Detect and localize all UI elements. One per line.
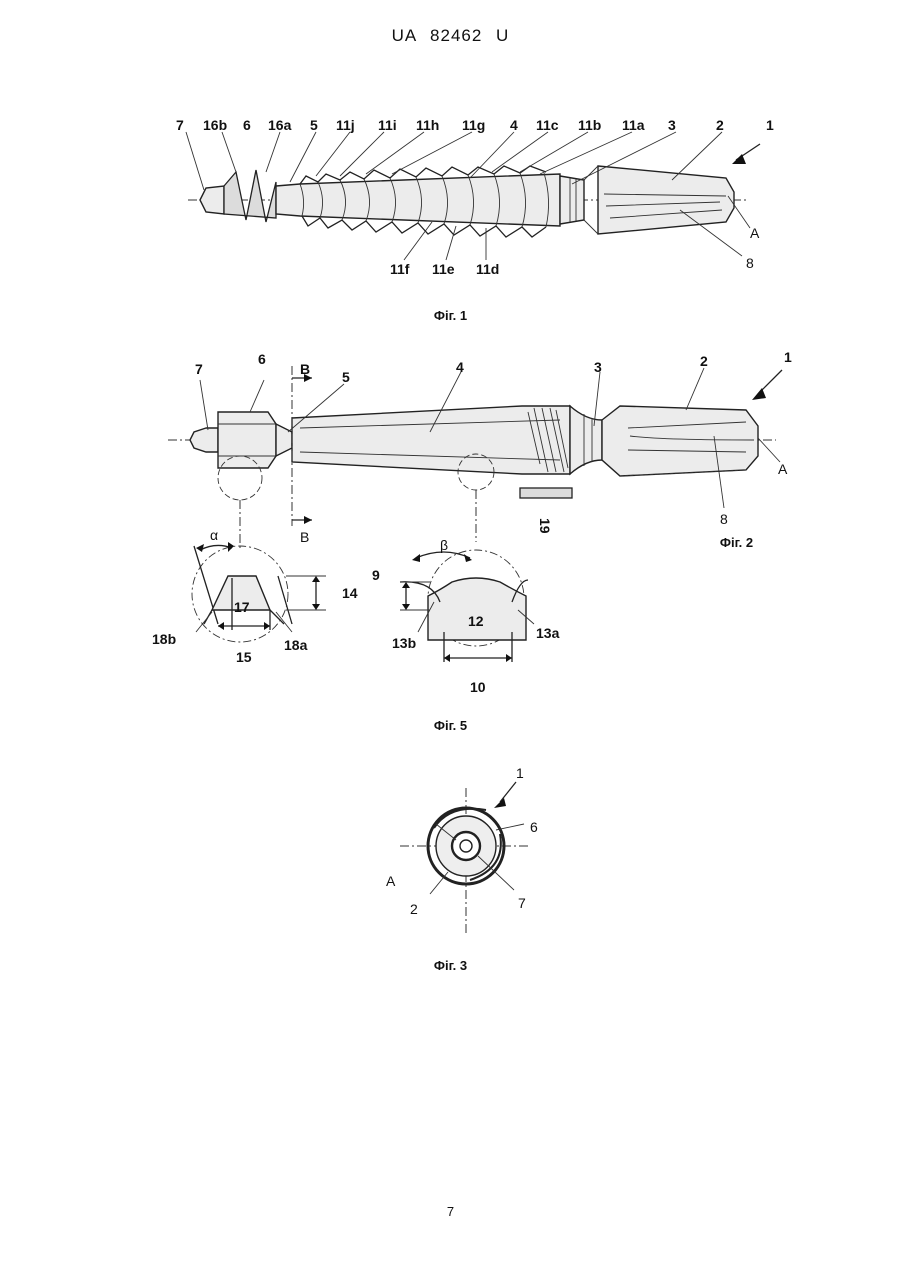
label-11d: 11d — [476, 261, 499, 277]
label-1: 1 — [516, 765, 524, 781]
tip-part — [190, 428, 218, 452]
neck-part — [560, 176, 584, 224]
patent-header: UA 82462 U — [0, 26, 901, 46]
label-4: 4 — [510, 117, 518, 133]
figure-1-drawing: 7 16b 6 16a 5 11j 11i 11h 11g 4 11c 11b … — [0, 110, 901, 290]
label-11j: 11j — [336, 117, 355, 133]
label-7: 7 — [176, 117, 184, 133]
label-a: A — [778, 461, 788, 477]
label-16b: 16b — [203, 117, 227, 133]
label-1: 1 — [766, 117, 774, 133]
flank-13b-label: 13b — [392, 635, 416, 651]
label-11f: 11f — [390, 261, 410, 277]
label-a: A — [386, 873, 396, 889]
label-b-top: B — [300, 361, 310, 377]
shank-4 — [292, 406, 570, 474]
figure-5-left-detail — [192, 542, 326, 642]
label-11i: 11i — [378, 117, 397, 133]
width-15-label: 15 — [236, 649, 252, 665]
thread-17-label: 17 — [234, 599, 250, 615]
figure-3-drawing: 1 6 A 2 7 — [0, 758, 901, 948]
figure-5-caption: Фіг. 5 — [0, 718, 901, 733]
label-19: 19 — [537, 518, 553, 534]
figure-2-drawing: 19 7 6 B 5 4 3 2 1 A 8 B — [0, 340, 901, 710]
neck-5 — [276, 424, 292, 456]
label-6: 6 — [258, 351, 266, 367]
label-11e: 11e — [432, 261, 455, 277]
label-6: 6 — [530, 819, 538, 835]
figure-1-caption: Фіг. 1 — [0, 308, 901, 323]
label-8: 8 — [746, 255, 754, 271]
label-11c: 11c — [536, 117, 559, 133]
figure-2-caption: Фіг. 2 — [286, 535, 901, 550]
figure-3-caption: Фіг. 3 — [0, 958, 901, 973]
head-part — [218, 412, 276, 468]
neck-3 — [570, 406, 602, 474]
label-7: 7 — [518, 895, 526, 911]
label-5: 5 — [310, 117, 318, 133]
label-6: 6 — [243, 117, 251, 133]
label-11g: 11g — [462, 117, 485, 133]
label-3: 3 — [668, 117, 676, 133]
label-11h: 11h — [416, 117, 439, 133]
label-1: 1 — [784, 349, 792, 365]
label-a: A — [750, 225, 760, 241]
flank-18b-label: 18b — [152, 631, 176, 647]
flank-18a-label: 18a — [284, 637, 308, 653]
label-8: 8 — [720, 511, 728, 527]
label-16a: 16a — [268, 117, 292, 133]
flank-13a-label: 13a — [536, 625, 560, 641]
label-7: 7 — [195, 361, 203, 377]
label-2: 2 — [700, 353, 708, 369]
width-10-label: 10 — [470, 679, 486, 695]
height-9-label: 9 — [372, 567, 380, 583]
cone-2 — [602, 406, 758, 476]
label-5: 5 — [342, 369, 350, 385]
alpha-label: α — [210, 527, 218, 543]
label-2: 2 — [410, 901, 418, 917]
figure-5-right-detail — [400, 550, 534, 662]
part-19 — [520, 488, 572, 498]
label-2: 2 — [716, 117, 724, 133]
head-thread — [224, 170, 276, 222]
label-11b: 11b — [578, 117, 601, 133]
label-11a: 11a — [622, 117, 645, 133]
label-3: 3 — [594, 359, 602, 375]
page-number: 7 — [0, 1204, 901, 1219]
cone-part — [598, 166, 734, 234]
thread-12-label: 12 — [468, 613, 484, 629]
label-4: 4 — [456, 359, 464, 375]
height-14-label: 14 — [342, 585, 358, 601]
tip-part — [200, 186, 224, 214]
